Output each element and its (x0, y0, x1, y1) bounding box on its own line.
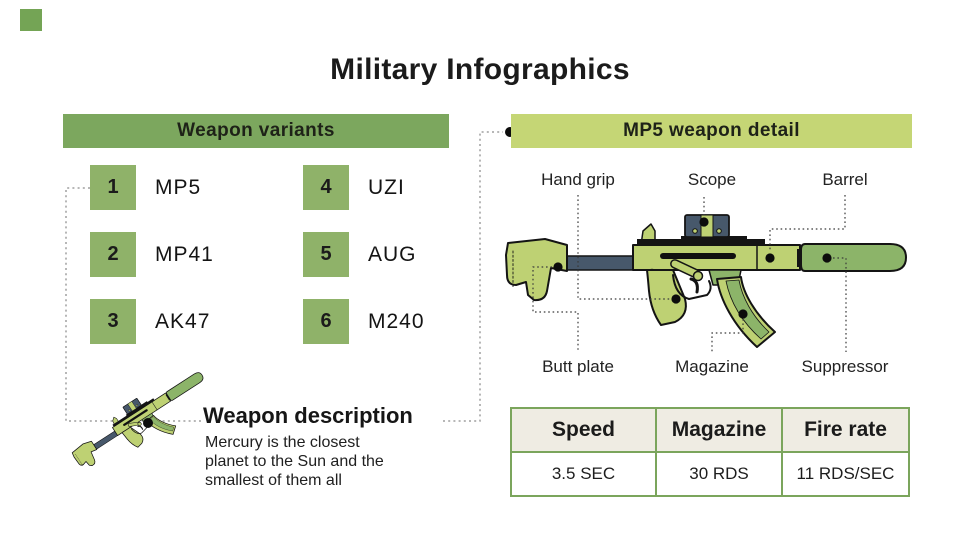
weapon-description-line-1: Mercury is the closest (205, 434, 360, 451)
part-label-barrel: Barrel (822, 170, 868, 189)
spec-table-value-row: 3.5 SEC 30 RDS 11 RDS/SEC (510, 451, 910, 497)
variants-panel-header: Weapon variants (63, 114, 449, 148)
callout-dot-butt-plate (553, 262, 563, 272)
weapon-description-line-3: smallest of them all (205, 472, 342, 489)
variant-label-uzi: UZI (368, 175, 405, 199)
variant-number-6: 6 (303, 299, 349, 344)
variant-number-1: 1 (90, 165, 136, 210)
variant-label-mp41: MP41 (155, 242, 214, 266)
variant-number-5: 5 (303, 232, 349, 277)
spec-table: Speed Magazine Fire rate 3.5 SEC 30 RDS … (510, 407, 910, 497)
spec-value-speed: 3.5 SEC (510, 451, 657, 497)
spec-value-magazine: 30 RDS (655, 451, 783, 497)
variants-panel-header-label: Weapon variants (177, 120, 335, 141)
callout-dot-hand-grip (671, 294, 681, 304)
variant-label-aug: AUG (368, 242, 417, 266)
page-title: Military Infographics (330, 53, 630, 86)
weapon-description-line-2: planet to the Sun and the (205, 453, 384, 470)
part-label-scope: Scope (687, 170, 737, 189)
variant-number-4: 4 (303, 165, 349, 210)
callout-dot-suppressor (822, 253, 832, 263)
connector-description-to-detail (443, 131, 503, 422)
part-label-butt-plate: Butt plate (542, 357, 614, 376)
weapon-description-title: Weapon description (203, 403, 413, 428)
variant-label-m240: M240 (368, 309, 425, 333)
callout-dot-scope (699, 217, 709, 227)
spec-table-header-row: Speed Magazine Fire rate (510, 407, 910, 453)
part-label-hand-grip: Hand grip (541, 170, 615, 189)
corner-accent-square (20, 9, 42, 31)
mp5-callouts (532, 195, 847, 352)
part-label-suppressor: Suppressor (801, 357, 889, 376)
detail-panel-header: MP5 weapon detail (511, 114, 912, 148)
spec-header-speed: Speed (510, 407, 657, 453)
spec-header-magazine: Magazine (655, 407, 783, 453)
connector-variants-to-description (65, 187, 203, 422)
connector-dot-mini-gun (143, 418, 153, 428)
variant-number-3: 3 (90, 299, 136, 344)
variant-label-ak47: AK47 (155, 309, 211, 333)
callout-dot-barrel (765, 253, 775, 263)
spec-value-fire-rate: 11 RDS/SEC (781, 451, 910, 497)
callout-line-suppressor (833, 257, 847, 352)
spec-header-fire-rate: Fire rate (781, 407, 910, 453)
variant-label-mp5: MP5 (155, 175, 202, 199)
part-label-magazine: Magazine (675, 357, 749, 376)
variant-number-2: 2 (90, 232, 136, 277)
detail-panel-header-label: MP5 weapon detail (623, 120, 800, 141)
callout-dot-magazine (738, 309, 748, 319)
callout-line-barrel (769, 195, 846, 252)
